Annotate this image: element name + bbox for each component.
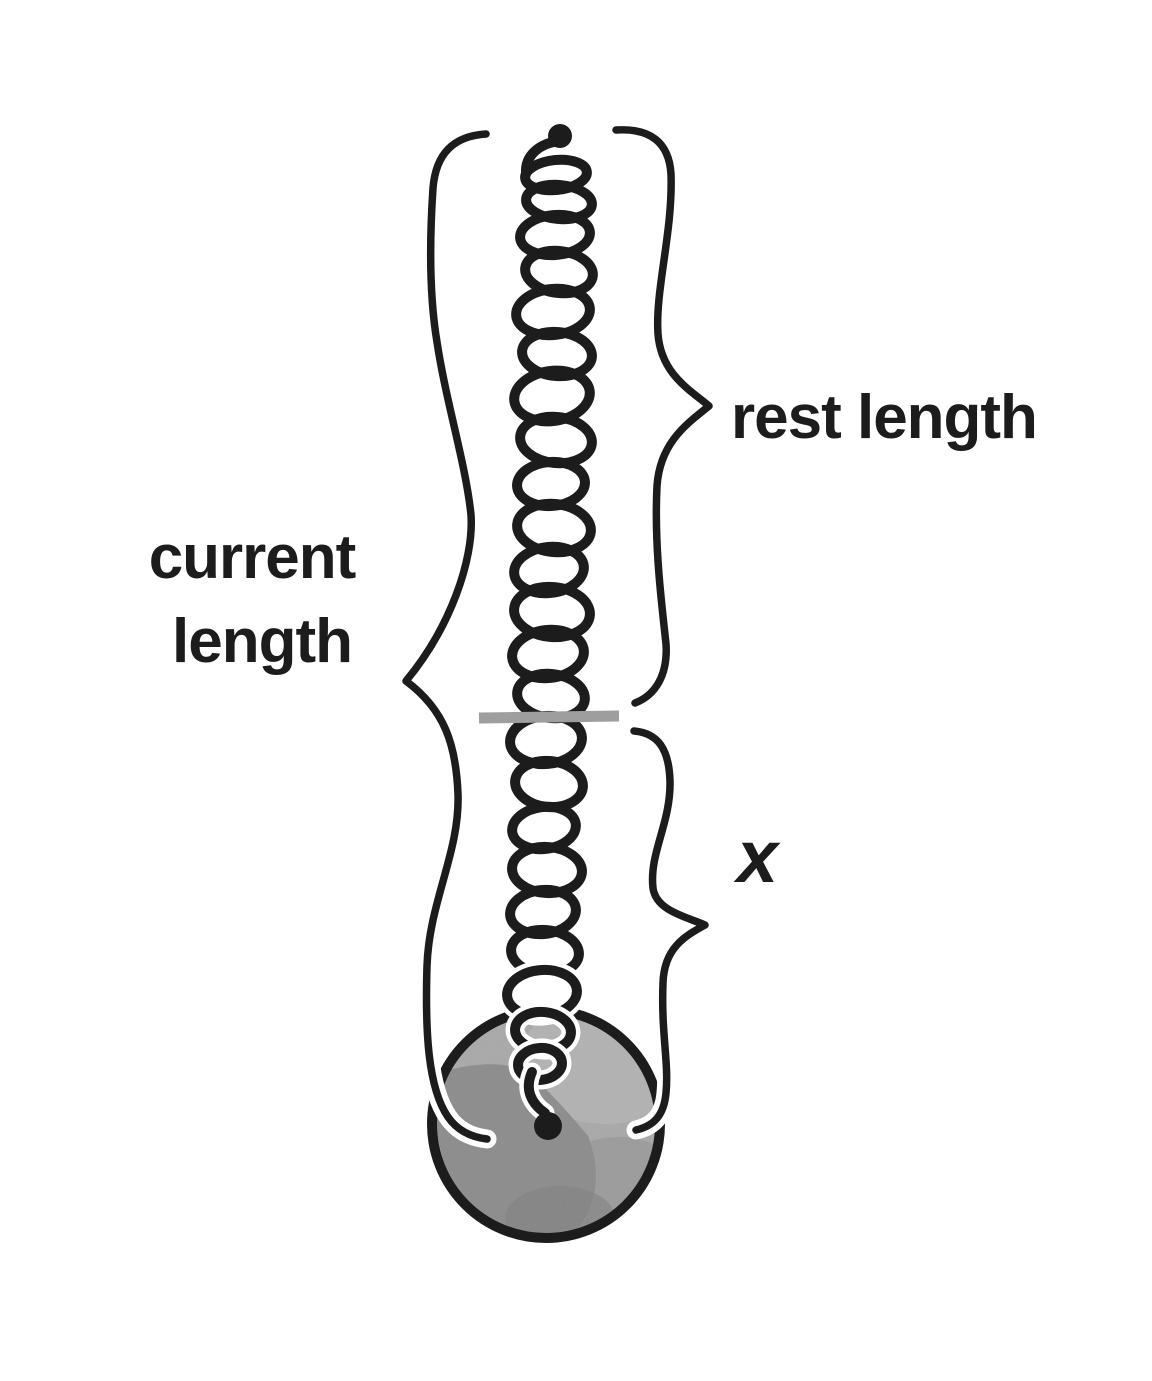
current-length-label-line1: current: [149, 523, 356, 592]
spring-coil: [497, 124, 598, 1140]
spring-bottom-tail: [523, 1067, 550, 1118]
spring-loop: [520, 154, 592, 196]
current-length-brace: [396, 124, 497, 1149]
spring-attachment-point: [534, 1112, 562, 1140]
spring-anchor-point: [548, 124, 572, 148]
spring-loop: [512, 498, 596, 558]
current-length-brace-line: [402, 130, 491, 1143]
extension-brace-line: [630, 727, 709, 1134]
extension-label: x: [733, 815, 781, 898]
rest-length-brace: [606, 120, 719, 713]
spring-loop: [513, 1042, 567, 1086]
spring-loop: [517, 326, 597, 382]
spring-loop: [509, 581, 595, 643]
rest-length-brace-line: [612, 126, 713, 707]
extension-brace: [624, 721, 715, 1140]
rest-length-label: rest length: [731, 383, 1037, 452]
rest-length-marker-line: [478, 710, 620, 724]
current-length-brace-halo: [396, 124, 497, 1149]
spring-loop: [509, 541, 589, 599]
current-length-label-line2: length: [172, 607, 352, 676]
